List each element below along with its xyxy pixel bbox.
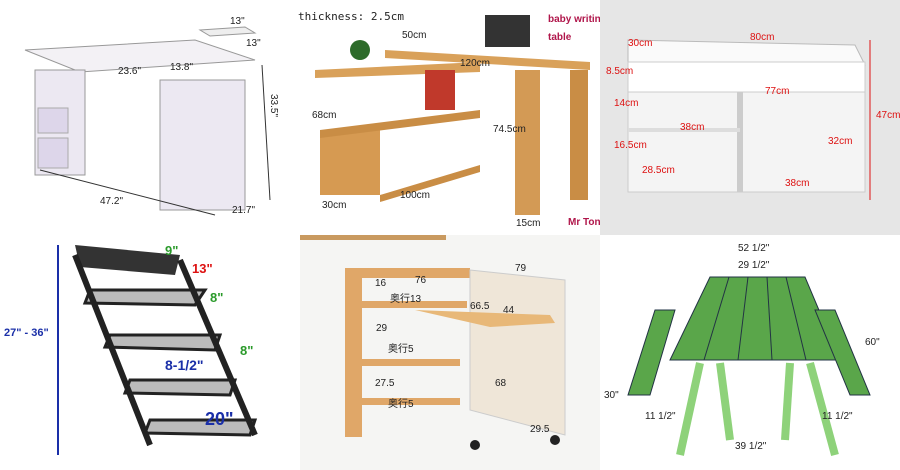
dimension-label: 47.2" [100, 196, 124, 207]
dimension-label: 27.5 [375, 378, 395, 389]
computer-desk-drawing [24, 26, 271, 216]
dimension-label: 11 1/2" [822, 411, 853, 422]
dimension-label: 30cm [628, 38, 653, 49]
dimension-label: 76 [415, 275, 427, 286]
dimension-label: 29 1/2" [738, 260, 770, 271]
storage-bench-drawing [627, 39, 871, 200]
dimension-label: 23.6" [118, 66, 142, 77]
dimension-label: 39 1/2" [735, 441, 767, 452]
dimension-label: 奥行5 [388, 399, 414, 410]
dimension-label: 100cm [400, 190, 431, 201]
dimension-label: 60" [865, 337, 880, 348]
dimension-label: 13" [230, 16, 245, 27]
dimension-label: 15cm [516, 218, 541, 229]
dimension-label: 77cm [765, 86, 790, 97]
dimension-label: 14cm [614, 98, 639, 109]
rv-steps-drawing [57, 245, 258, 455]
computer-desk-image: 13" 13" 23.6" 13.8" 33.5" 47.2" 21.7" [0, 0, 290, 235]
dimension-label: 11 1/2" [645, 411, 676, 422]
dimension-label: 13" [246, 38, 261, 49]
dimension-label: 38cm [680, 122, 705, 133]
dimension-label: 44 [503, 305, 515, 316]
dimension-label: 16 [375, 278, 387, 289]
dimension-label: 30" [604, 390, 619, 401]
dimension-label: 68 [495, 378, 507, 389]
dimension-label: 27" - 36" [4, 327, 49, 339]
folding-desk-drawing [300, 235, 566, 450]
rv-steps-image: 9" 13" 8" 8" 8-1/2" 20" 27" - 36" [0, 235, 300, 470]
dimension-label: 8-1/2" [165, 357, 204, 373]
watermark: Mr Ton [568, 217, 600, 228]
dimension-label: 47cm [876, 110, 900, 121]
dimension-label: 33.5" [268, 93, 280, 118]
dimension-label: 74.5cm [493, 124, 526, 135]
dimension-label: 奥行5 [388, 344, 414, 355]
dimension-label: 38cm [785, 178, 810, 189]
dimension-label: 80cm [750, 32, 775, 43]
dimension-label: 28.5cm [642, 165, 675, 176]
dimension-label: 29.5 [530, 424, 550, 435]
dimension-label: 66.5 [470, 301, 490, 312]
dimension-label: 8" [210, 290, 224, 305]
dimension-label: 29 [376, 323, 388, 334]
picnic-table-image: 52 1/2" 29 1/2" 60" 30" 11 1/2" 11 1/2" … [600, 235, 900, 470]
dimension-label: 68cm [312, 110, 337, 121]
dimension-label: 13" [192, 261, 213, 276]
dimension-label: 8.5cm [606, 66, 634, 77]
dimension-label: 52 1/2" [738, 243, 770, 254]
dimension-label: 8" [240, 343, 254, 358]
dimension-label: 20" [205, 409, 234, 429]
storage-bench-image: 80cm 30cm 8.5cm 77cm 14cm 38cm 16.5cm 32… [600, 0, 900, 235]
dimension-label: 120cm [460, 58, 491, 69]
caption-line-2: table [548, 32, 572, 43]
dimension-label: 9" [165, 243, 179, 258]
picnic-table-drawing [627, 276, 871, 457]
folding-desk-image: 79 16 76 奥行13 66.5 44 29 奥行5 27.5 奥行5 68… [300, 235, 600, 470]
dimension-label: 32cm [828, 136, 853, 147]
caption-line-1: baby writing [548, 14, 600, 25]
dimension-label: 30cm [322, 200, 347, 211]
thickness-label: thickness: 2.5cm [298, 10, 404, 23]
dimension-label: 50cm [402, 30, 427, 41]
dimension-label: 21.7" [232, 205, 256, 216]
dimension-label: 奥行13 [390, 294, 422, 305]
dimension-label: 16.5cm [614, 140, 647, 151]
dimension-label: 13.8" [170, 62, 194, 73]
dimension-label: 79 [515, 263, 527, 274]
rotating-desk-drawing [315, 15, 590, 215]
rotating-desk-image: thickness: 2.5cm 50cm 120cm 68cm 74.5cm … [290, 0, 600, 235]
